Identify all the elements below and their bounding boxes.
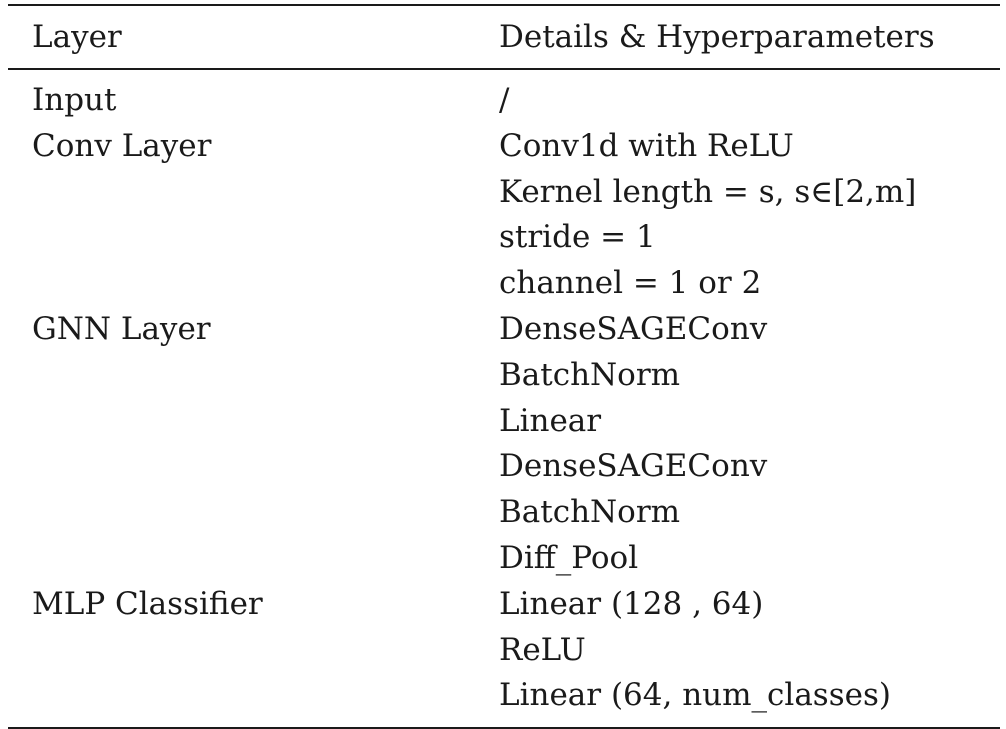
table-row: ReLU [8, 628, 1000, 674]
table-row: Linear [8, 399, 1000, 445]
header-details: Details & Hyperparameters [499, 19, 935, 55]
header-layer: Layer [32, 19, 122, 55]
table-row: GNN Layer DenseSAGEConv [8, 307, 1000, 353]
cell-layer: Conv Layer [32, 127, 212, 164]
cell-layer: GNN Layer [32, 310, 211, 347]
cell-details: Kernel length = s, s∈[2,m] [499, 173, 917, 210]
table-row: Diff_Pool [8, 536, 1000, 582]
cell-layer: Input [32, 82, 117, 118]
table-row: Conv Layer Conv1d with ReLU [8, 124, 1000, 170]
cell-details: Diff_Pool [499, 539, 639, 576]
cell-details: DenseSAGEConv [499, 448, 768, 485]
table-row: Kernel length = s, s∈[2,m] [8, 170, 1000, 216]
top-rule [8, 4, 1000, 6]
table-body: Input / Conv Layer Conv1d with ReLU Kernel l… [8, 70, 1000, 727]
cell-details: / [499, 82, 510, 118]
table-header-row: Layer Details & Hyperparameters [8, 6, 1000, 68]
cell-details: Linear (64, num_classes) [499, 677, 891, 714]
cell-details: BatchNorm [499, 356, 681, 393]
table-row: BatchNorm [8, 490, 1000, 536]
cell-layer: MLP Classifier [32, 585, 263, 622]
bottom-rule [8, 727, 1000, 729]
cell-details: Linear (128 , 64) [499, 585, 764, 622]
table-row: Input / [8, 78, 1000, 124]
cell-details: DenseSAGEConv [499, 310, 768, 347]
table-row: MLP Classifier Linear (128 , 64) [8, 582, 1000, 628]
header-rule [8, 68, 1000, 70]
table-row: stride = 1 [8, 215, 1000, 261]
table-row: BatchNorm [8, 353, 1000, 399]
cell-details: ReLU [499, 631, 586, 668]
table-row: channel = 1 or 2 [8, 261, 1000, 307]
table-row: DenseSAGEConv [8, 444, 1000, 490]
cell-details: stride = 1 [499, 219, 656, 256]
cell-details: Linear [499, 402, 602, 439]
cell-details: Conv1d with ReLU [499, 127, 794, 164]
table-row: Linear (64, num_classes) [8, 673, 1000, 719]
cell-details: BatchNorm [499, 494, 681, 531]
hyperparameter-table: Layer Details & Hyperparameters Input / Co… [8, 4, 1000, 729]
cell-details: channel = 1 or 2 [499, 265, 762, 302]
